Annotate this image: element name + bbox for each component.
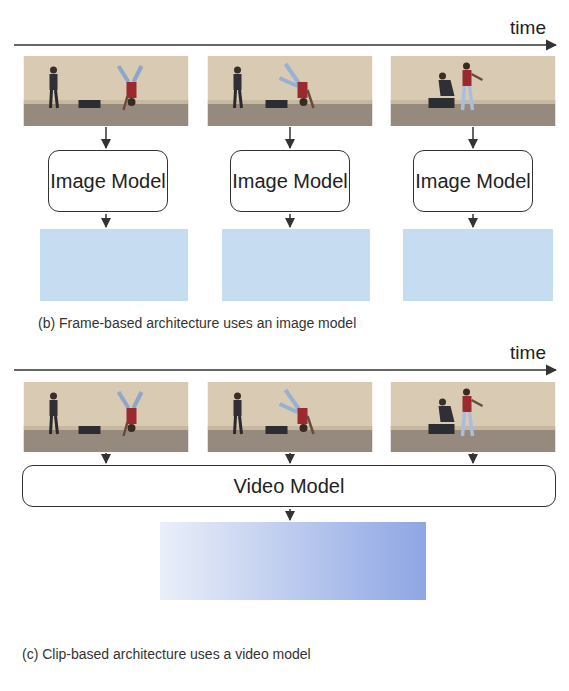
- flow-arrow: [472, 453, 474, 463]
- video-frame: [208, 382, 373, 452]
- video-frame: [24, 56, 189, 126]
- model-label: Image Model: [232, 170, 348, 193]
- flow-arrow: [472, 214, 474, 227]
- feature-bar: [222, 229, 370, 301]
- flow-arrow: [105, 127, 107, 148]
- flow-arrow: [289, 453, 291, 463]
- flow-arrow: [105, 214, 107, 227]
- axis-label: time: [510, 17, 546, 39]
- flow-arrow: [472, 127, 474, 148]
- model-label: Image Model: [50, 170, 166, 193]
- model-label: Video Model: [234, 475, 345, 498]
- video-frame: [391, 382, 556, 452]
- feature-bar: [40, 229, 188, 301]
- model-box: Video Model: [22, 465, 556, 507]
- video-frame: [24, 382, 189, 452]
- panel-caption: (b) Frame-based architecture uses an ima…: [38, 315, 356, 331]
- model-box: Image Model: [413, 150, 533, 212]
- flow-arrow: [105, 453, 107, 463]
- flow-arrow: [289, 214, 291, 227]
- video-frame: [208, 56, 373, 126]
- model-label: Image Model: [415, 170, 531, 193]
- video-frame: [391, 56, 556, 126]
- axis-label: time: [510, 342, 546, 364]
- feature-bar: [403, 229, 553, 301]
- time-arrow: [14, 369, 556, 371]
- time-arrow: [14, 44, 556, 46]
- feature-bar: [160, 522, 426, 600]
- flow-arrow: [289, 509, 291, 520]
- flow-arrow: [289, 127, 291, 148]
- panel-caption: (c) Clip-based architecture uses a video…: [22, 646, 311, 662]
- model-box: Image Model: [230, 150, 350, 212]
- model-box: Image Model: [48, 150, 168, 212]
